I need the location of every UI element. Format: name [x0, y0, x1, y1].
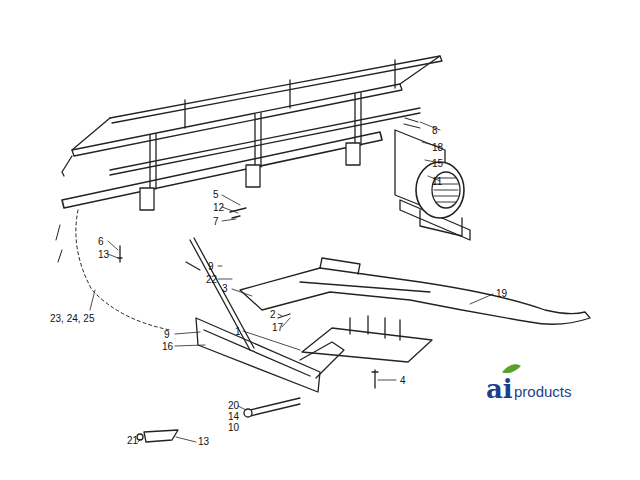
callout-number: 21 [127, 435, 138, 446]
callout-number: 16 [162, 341, 173, 352]
callout-number: 17 [272, 322, 283, 333]
support-bracket [186, 238, 344, 392]
callout-number: 7 [213, 216, 219, 227]
callout-number: 19 [496, 288, 507, 299]
logo-text: products [514, 384, 572, 399]
callout-number: 13 [98, 249, 109, 260]
callout-number: 5 [213, 189, 219, 200]
motor-assembly [395, 118, 470, 240]
callout-number: 23, 24, 25 [50, 313, 94, 324]
callout-number: 12 [213, 202, 224, 213]
callout-number: 11 [432, 176, 442, 187]
callout-number: 8 [432, 125, 438, 136]
leader-lines [90, 122, 493, 442]
callout-number: 14 [228, 411, 239, 422]
hardware [118, 208, 300, 442]
mount-plate [302, 316, 432, 388]
callout-number: 1 [235, 326, 241, 337]
callout-number: 9 [208, 261, 214, 272]
callout-number: 15 [432, 158, 443, 169]
callout-number: 3 [222, 283, 228, 294]
callout-number: 10 [228, 422, 239, 433]
callout-number: 22 [206, 274, 217, 285]
header-outline [76, 210, 170, 330]
callout-number: 4 [400, 375, 406, 386]
skid-shoe [240, 258, 590, 324]
callout-number: 13 [198, 436, 209, 447]
logo-text: ai [486, 376, 513, 402]
callout-number: 20 [228, 400, 239, 411]
callout-number: 9 [164, 329, 170, 340]
callout-number: 2 [270, 309, 276, 320]
header-mark [56, 225, 62, 262]
callout-number: 18 [432, 142, 443, 153]
guard-railing [62, 56, 442, 210]
callout-number: 6 [98, 236, 104, 247]
logo-leaf [503, 365, 520, 373]
